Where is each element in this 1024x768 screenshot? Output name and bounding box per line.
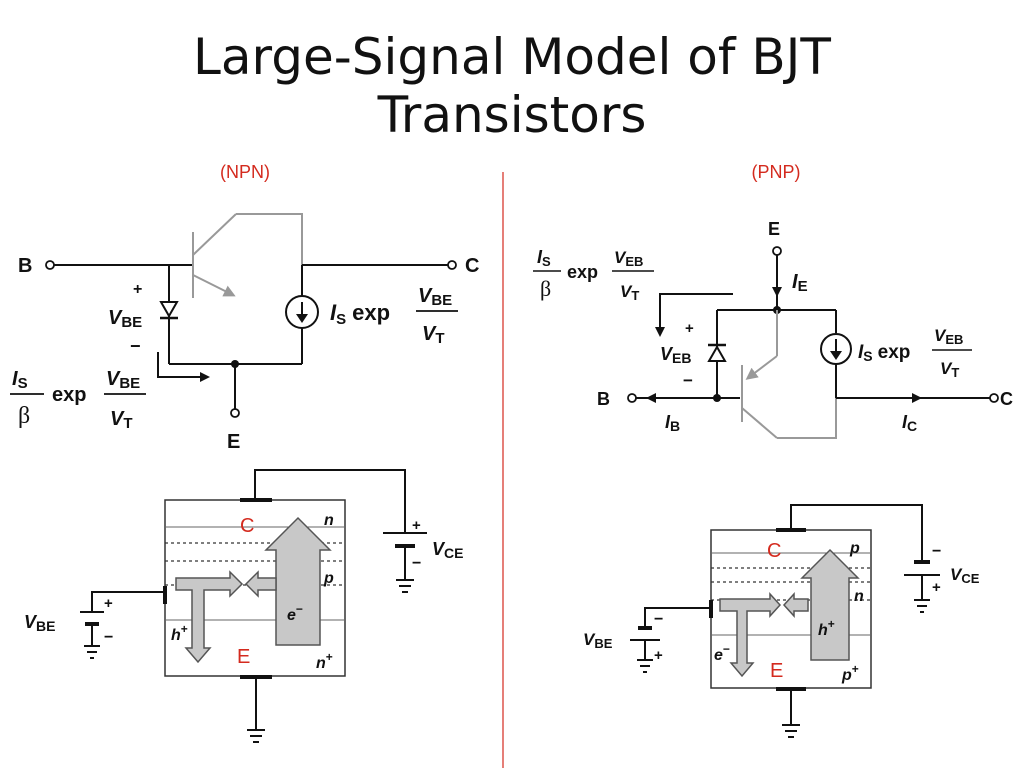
svg-text:p: p [849,540,860,557]
svg-text:IS: IS [12,368,28,392]
npn-circuit: B C E + − [10,213,479,453]
pnp-beta-symbol: β [540,276,551,301]
pnp-eb-diode [707,344,727,362]
svg-text:−: − [104,629,113,646]
svg-text:e−: e− [287,602,303,624]
pnp-vbe-device-label: VBE [583,630,613,651]
svg-text:n: n [324,512,334,529]
slide-title: Large-Signal Model of BJT Transistors [193,28,831,144]
svg-text:h+: h+ [171,622,188,644]
pnp-emitter-terminal [772,246,782,256]
pnp-device: − + VCE − + VBE C [583,504,980,738]
svg-text:−: − [932,543,941,560]
npn-collector-terminal [447,260,457,270]
svg-text:+: + [133,281,142,298]
svg-text:VT: VT [422,323,445,347]
svg-text:VEB: VEB [934,326,963,347]
pnp-hole-flow-arrow [800,548,860,661]
svg-text:+: + [412,517,421,534]
npn-emitter-terminal [230,408,240,418]
svg-text:−: − [683,371,693,390]
svg-text:VT: VT [940,359,959,380]
pnp-collector-region-label: C [767,540,781,562]
pnp-collector-terminal [989,393,999,403]
npn-heading: (NPN) [220,162,270,182]
svg-text:VBE: VBE [418,285,452,309]
pnp-veb-label: VEB [660,344,691,366]
svg-text:exp: exp [567,262,598,282]
svg-text:−: − [654,611,663,628]
svg-text:p+: p+ [841,662,859,684]
svg-text:h+: h+ [818,617,835,639]
pnp-collector-label: C [1000,389,1013,409]
svg-text:−: − [412,555,421,572]
svg-text:exp: exp [52,384,86,406]
pnp-electron-flow-arrow [719,592,782,678]
svg-text:n: n [854,588,864,605]
svg-text:+: + [932,579,941,596]
npn-vbe-label: VBE [108,307,142,331]
pnp-circuit: E IE + − VEB B IB [533,219,1013,439]
pnp-base-terminal [627,393,637,403]
svg-text:IC: IC [902,412,917,434]
pnp-base-label: B [597,389,610,409]
pnp-emitter-label: E [768,219,780,239]
svg-text:+: + [104,595,113,612]
npn-be-diode [159,301,179,319]
npn-vbe-device-label: VBE [24,612,55,634]
svg-text:VBE: VBE [106,368,140,392]
npn-hole-flow-arrow [175,570,244,664]
pnp-heading: (PNP) [752,162,801,182]
svg-text:VT: VT [110,408,133,432]
svg-text:IS: IS [537,247,551,269]
svg-text:VT: VT [620,282,639,303]
svg-text:e−: e− [714,642,730,664]
svg-text:−: − [130,336,141,356]
npn-device: + − VCE + − VBE C [24,469,463,743]
npn-emitter-label: E [227,431,240,453]
pnp-emitter-region-label: E [770,660,783,682]
npn-base-label: B [18,255,32,277]
npn-electron-flow-arrow [264,516,332,646]
npn-emitter-region-label: E [237,646,250,668]
npn-beta-symbol: β [18,403,30,429]
npn-vce-label: VCE [432,539,463,561]
svg-text:IE: IE [792,271,808,295]
npn-base-terminal [45,260,55,270]
pnp-vce-label: VCE [950,565,980,586]
svg-text:VEB: VEB [614,248,643,269]
svg-text:IB: IB [665,412,680,434]
svg-text:p: p [323,570,334,587]
svg-text:+: + [685,320,694,337]
svg-text:n+: n+ [316,650,333,672]
npn-collector-region-label: C [240,515,254,537]
npn-collector-label: C [465,255,479,277]
svg-text:+: + [654,647,663,664]
